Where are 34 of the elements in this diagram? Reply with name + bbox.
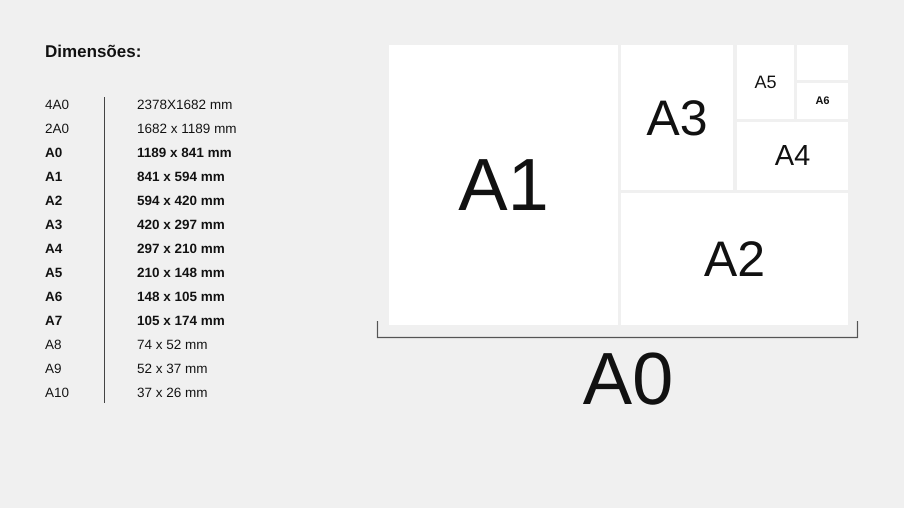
paper-size-name: A2 xyxy=(45,192,62,210)
paper-dimensions: 52 x 37 mm xyxy=(137,360,208,378)
paper-dimensions: 1189 x 841 mm xyxy=(137,144,232,162)
paper-size-name: 4A0 xyxy=(45,96,70,114)
paper-dimensions: 210 x 148 mm xyxy=(137,264,225,282)
paper-dimensions: 148 x 105 mm xyxy=(137,288,225,306)
paper-dimensions: 420 x 297 mm xyxy=(137,216,225,234)
paper-dimensions: 2378X1682 mm xyxy=(137,96,232,114)
paper-size-name: A0 xyxy=(45,144,62,162)
sheet-size-label: A3 xyxy=(646,92,708,142)
paper-size-name: A6 xyxy=(45,288,62,306)
paper-size-name: A3 xyxy=(45,216,62,234)
paper-dimensions: 297 x 210 mm xyxy=(137,240,225,258)
paper-size-name: A9 xyxy=(45,360,62,378)
paper-size-name: A7 xyxy=(45,312,62,330)
paper-size-name: 2A0 xyxy=(45,120,70,138)
paper-size-name: A4 xyxy=(45,240,62,258)
paper-size-name: A1 xyxy=(45,168,62,186)
sheet-size-label: A5 xyxy=(754,73,777,91)
paper-dimensions: 37 x 26 mm xyxy=(137,384,208,402)
paper-dimensions: 841 x 594 mm xyxy=(137,168,225,186)
paper-dimensions: 105 x 174 mm xyxy=(137,312,225,330)
sheet-size-label: A2 xyxy=(704,234,766,284)
table-heading: Dimensões: xyxy=(45,41,142,63)
paper-dimensions: 594 x 420 mm xyxy=(137,192,225,210)
paper-dimensions: 1682 x 1189 mm xyxy=(137,120,237,138)
paper-size-name: A5 xyxy=(45,264,62,282)
sheet-size-label: A6 xyxy=(815,96,830,106)
bracket-label: A0 xyxy=(582,344,674,414)
paper-size-name: A10 xyxy=(45,384,70,402)
sheet-size-label: A4 xyxy=(774,142,810,170)
paper-dimensions: 74 x 52 mm xyxy=(137,336,208,354)
paper-size-name: A8 xyxy=(45,336,62,354)
sheet-size-label: A1 xyxy=(458,148,549,222)
